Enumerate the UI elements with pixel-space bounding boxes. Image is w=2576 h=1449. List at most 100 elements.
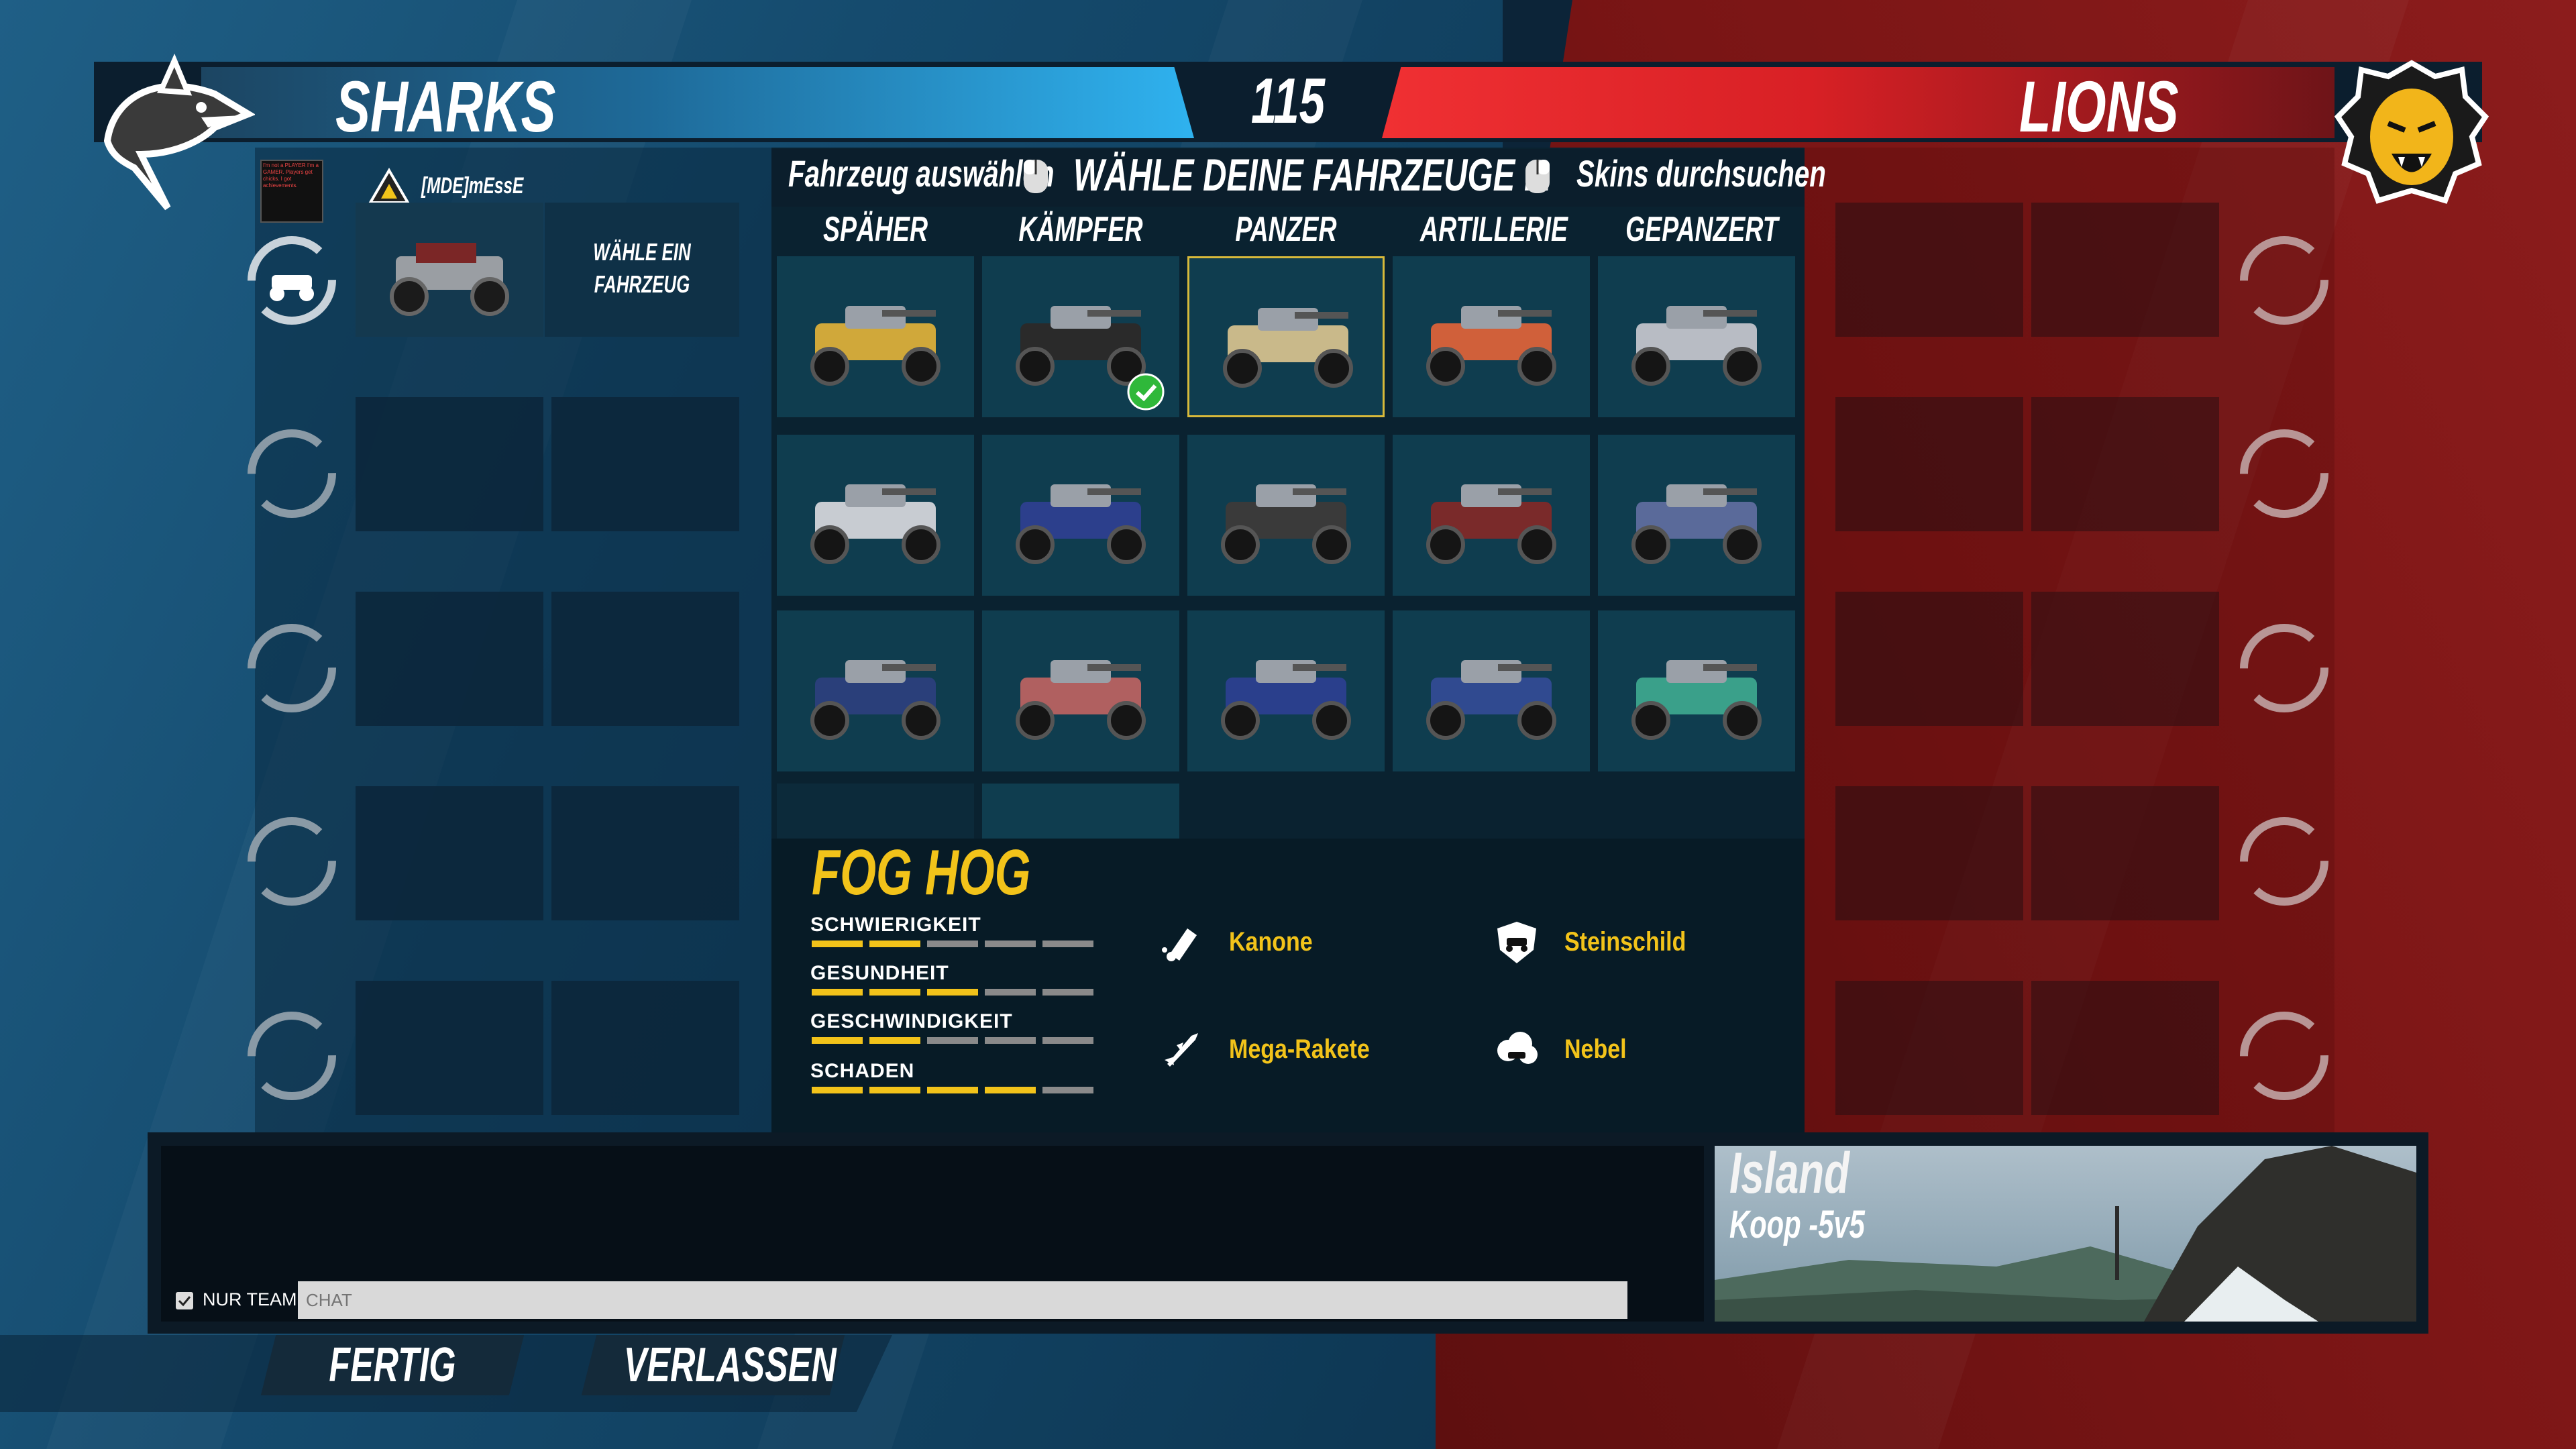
empty-slot-icon — [2237, 1009, 2331, 1103]
stat-bar-segment — [927, 989, 978, 996]
stat-bar-segment — [927, 1087, 978, 1093]
leave-button-label: VERLASSEN — [623, 1338, 837, 1392]
empty-slot-icon — [2237, 621, 2331, 715]
empty-slot-icon — [245, 1009, 339, 1103]
empty-slot-icon — [2237, 427, 2331, 521]
ability-label: Steinschild — [1564, 927, 1686, 957]
lion-logo-icon — [2334, 56, 2489, 211]
empty-vehicle-slot — [551, 397, 739, 531]
stat-label: SCHADEN — [810, 1060, 915, 1082]
stat-bar-segment — [985, 1087, 1036, 1093]
vehicle-card[interactable] — [777, 610, 974, 771]
stat-bar-segment — [1042, 1037, 1093, 1044]
game-mode: Koop -5v5 — [1729, 1203, 1865, 1246]
vehicle-card[interactable] — [777, 435, 974, 596]
stat-bar-segment — [1042, 941, 1093, 947]
empty-vehicle-slot — [1835, 397, 2023, 531]
vehicle-card[interactable] — [982, 435, 1179, 596]
empty-vehicle-slot — [551, 981, 739, 1115]
fog-icon — [1493, 1026, 1540, 1073]
tab-artillery[interactable]: ARTILLERIE — [1420, 210, 1568, 249]
choose-vehicle-slot[interactable] — [545, 203, 739, 337]
stat-bar-segment — [985, 989, 1036, 996]
ability-label: Kanone — [1229, 927, 1313, 957]
selected-check-icon — [1127, 373, 1165, 411]
team-name-left: SHARKS — [335, 66, 556, 147]
stat-bar-segment — [869, 989, 920, 996]
stat-bar-segment — [812, 941, 863, 947]
stat-bar-segment — [869, 941, 920, 947]
empty-vehicle-slot — [1835, 981, 2023, 1115]
chat-input[interactable] — [298, 1281, 1627, 1319]
vehicle-card[interactable] — [777, 784, 974, 839]
empty-vehicle-slot — [2031, 203, 2219, 337]
map-preview — [1715, 1146, 2416, 1322]
map-name: Island — [1729, 1141, 1849, 1205]
empty-slot-icon — [245, 621, 339, 715]
stat-bar-segment — [1042, 989, 1093, 996]
stat-bar-segment — [812, 989, 863, 996]
stat-bar-segment — [985, 941, 1036, 947]
stat-label: GESUNDHEIT — [810, 962, 949, 984]
stat-bar-segment — [985, 1037, 1036, 1044]
empty-vehicle-slot — [356, 592, 543, 726]
vehicle-card[interactable] — [1598, 256, 1795, 417]
empty-slot-icon — [2237, 233, 2331, 327]
vehicle-card[interactable] — [982, 610, 1179, 771]
leave-button[interactable]: VERLASSEN — [581, 1335, 845, 1395]
ability-label: Nebel — [1564, 1034, 1627, 1064]
empty-slot-icon — [245, 814, 339, 908]
stat-bar-segment — [1042, 1087, 1093, 1093]
empty-vehicle-slot — [1835, 203, 2023, 337]
tab-scout[interactable]: SPÄHER — [822, 210, 928, 249]
vehicle-card[interactable] — [1187, 610, 1385, 771]
empty-vehicle-slot — [2031, 981, 2219, 1115]
stat-bar-segment — [927, 1037, 978, 1044]
team-only-checkbox[interactable] — [176, 1292, 193, 1309]
empty-slot-icon — [2237, 814, 2331, 908]
right-mouse-icon — [1524, 158, 1551, 195]
countdown-timer: 115 — [1250, 65, 1326, 137]
player-avatar[interactable]: I'm not a PLAYER I'm a GAMER. Players ge… — [260, 160, 323, 223]
ready-button[interactable]: FERTIG — [260, 1335, 525, 1395]
choose-vehicles-title: WÄHLE DEINE FAHRZEUGE ... — [1073, 150, 1552, 201]
empty-vehicle-slot — [356, 786, 543, 920]
empty-vehicle-slot — [356, 397, 543, 531]
empty-vehicle-slot — [2031, 397, 2219, 531]
browse-skins-hint: Skins durchsuchen — [1576, 152, 1826, 195]
stat-label: GESCHWINDIGKEIT — [810, 1010, 1013, 1032]
red-team-banner — [1382, 67, 2334, 138]
rank-badge-icon — [368, 165, 411, 205]
vehicle-card[interactable] — [1393, 435, 1590, 596]
stat-bar-segment — [927, 941, 978, 947]
cannon-icon — [1158, 919, 1205, 966]
ready-button-label: FERTIG — [329, 1338, 456, 1392]
left-mouse-icon — [1022, 158, 1049, 195]
stone-shield-icon — [1493, 919, 1540, 966]
vehicle-card[interactable] — [777, 256, 974, 417]
vehicle-card[interactable] — [1393, 256, 1590, 417]
vehicle-card[interactable] — [1187, 256, 1385, 417]
tab-tank[interactable]: PANZER — [1235, 210, 1337, 249]
vehicle-card[interactable] — [1187, 435, 1385, 596]
vehicle-card[interactable] — [982, 784, 1179, 839]
tab-fighter[interactable]: KÄMPFER — [1018, 210, 1143, 249]
team-only-label: NUR TEAM — [203, 1289, 297, 1309]
vehicle-card[interactable] — [1598, 435, 1795, 596]
empty-vehicle-slot — [551, 592, 739, 726]
vehicle-stats-panel — [771, 839, 1805, 1134]
stat-bar-segment — [869, 1087, 920, 1093]
player-vehicle-preview[interactable] — [356, 203, 543, 337]
empty-vehicle-slot — [2031, 592, 2219, 726]
vehicle-slot-icon — [245, 233, 339, 327]
stat-bar-segment — [812, 1087, 863, 1093]
empty-vehicle-slot — [551, 786, 739, 920]
blue-team-banner — [201, 67, 1194, 138]
vehicle-card[interactable] — [1393, 610, 1590, 771]
stat-bar-segment — [812, 1037, 863, 1044]
empty-vehicle-slot — [1835, 592, 2023, 726]
tab-armored[interactable]: GEPANZERT — [1625, 210, 1778, 249]
shark-logo-icon — [87, 54, 255, 215]
select-vehicle-hint: Fahrzeug auswählen — [788, 152, 1055, 195]
vehicle-card[interactable] — [1598, 610, 1795, 771]
